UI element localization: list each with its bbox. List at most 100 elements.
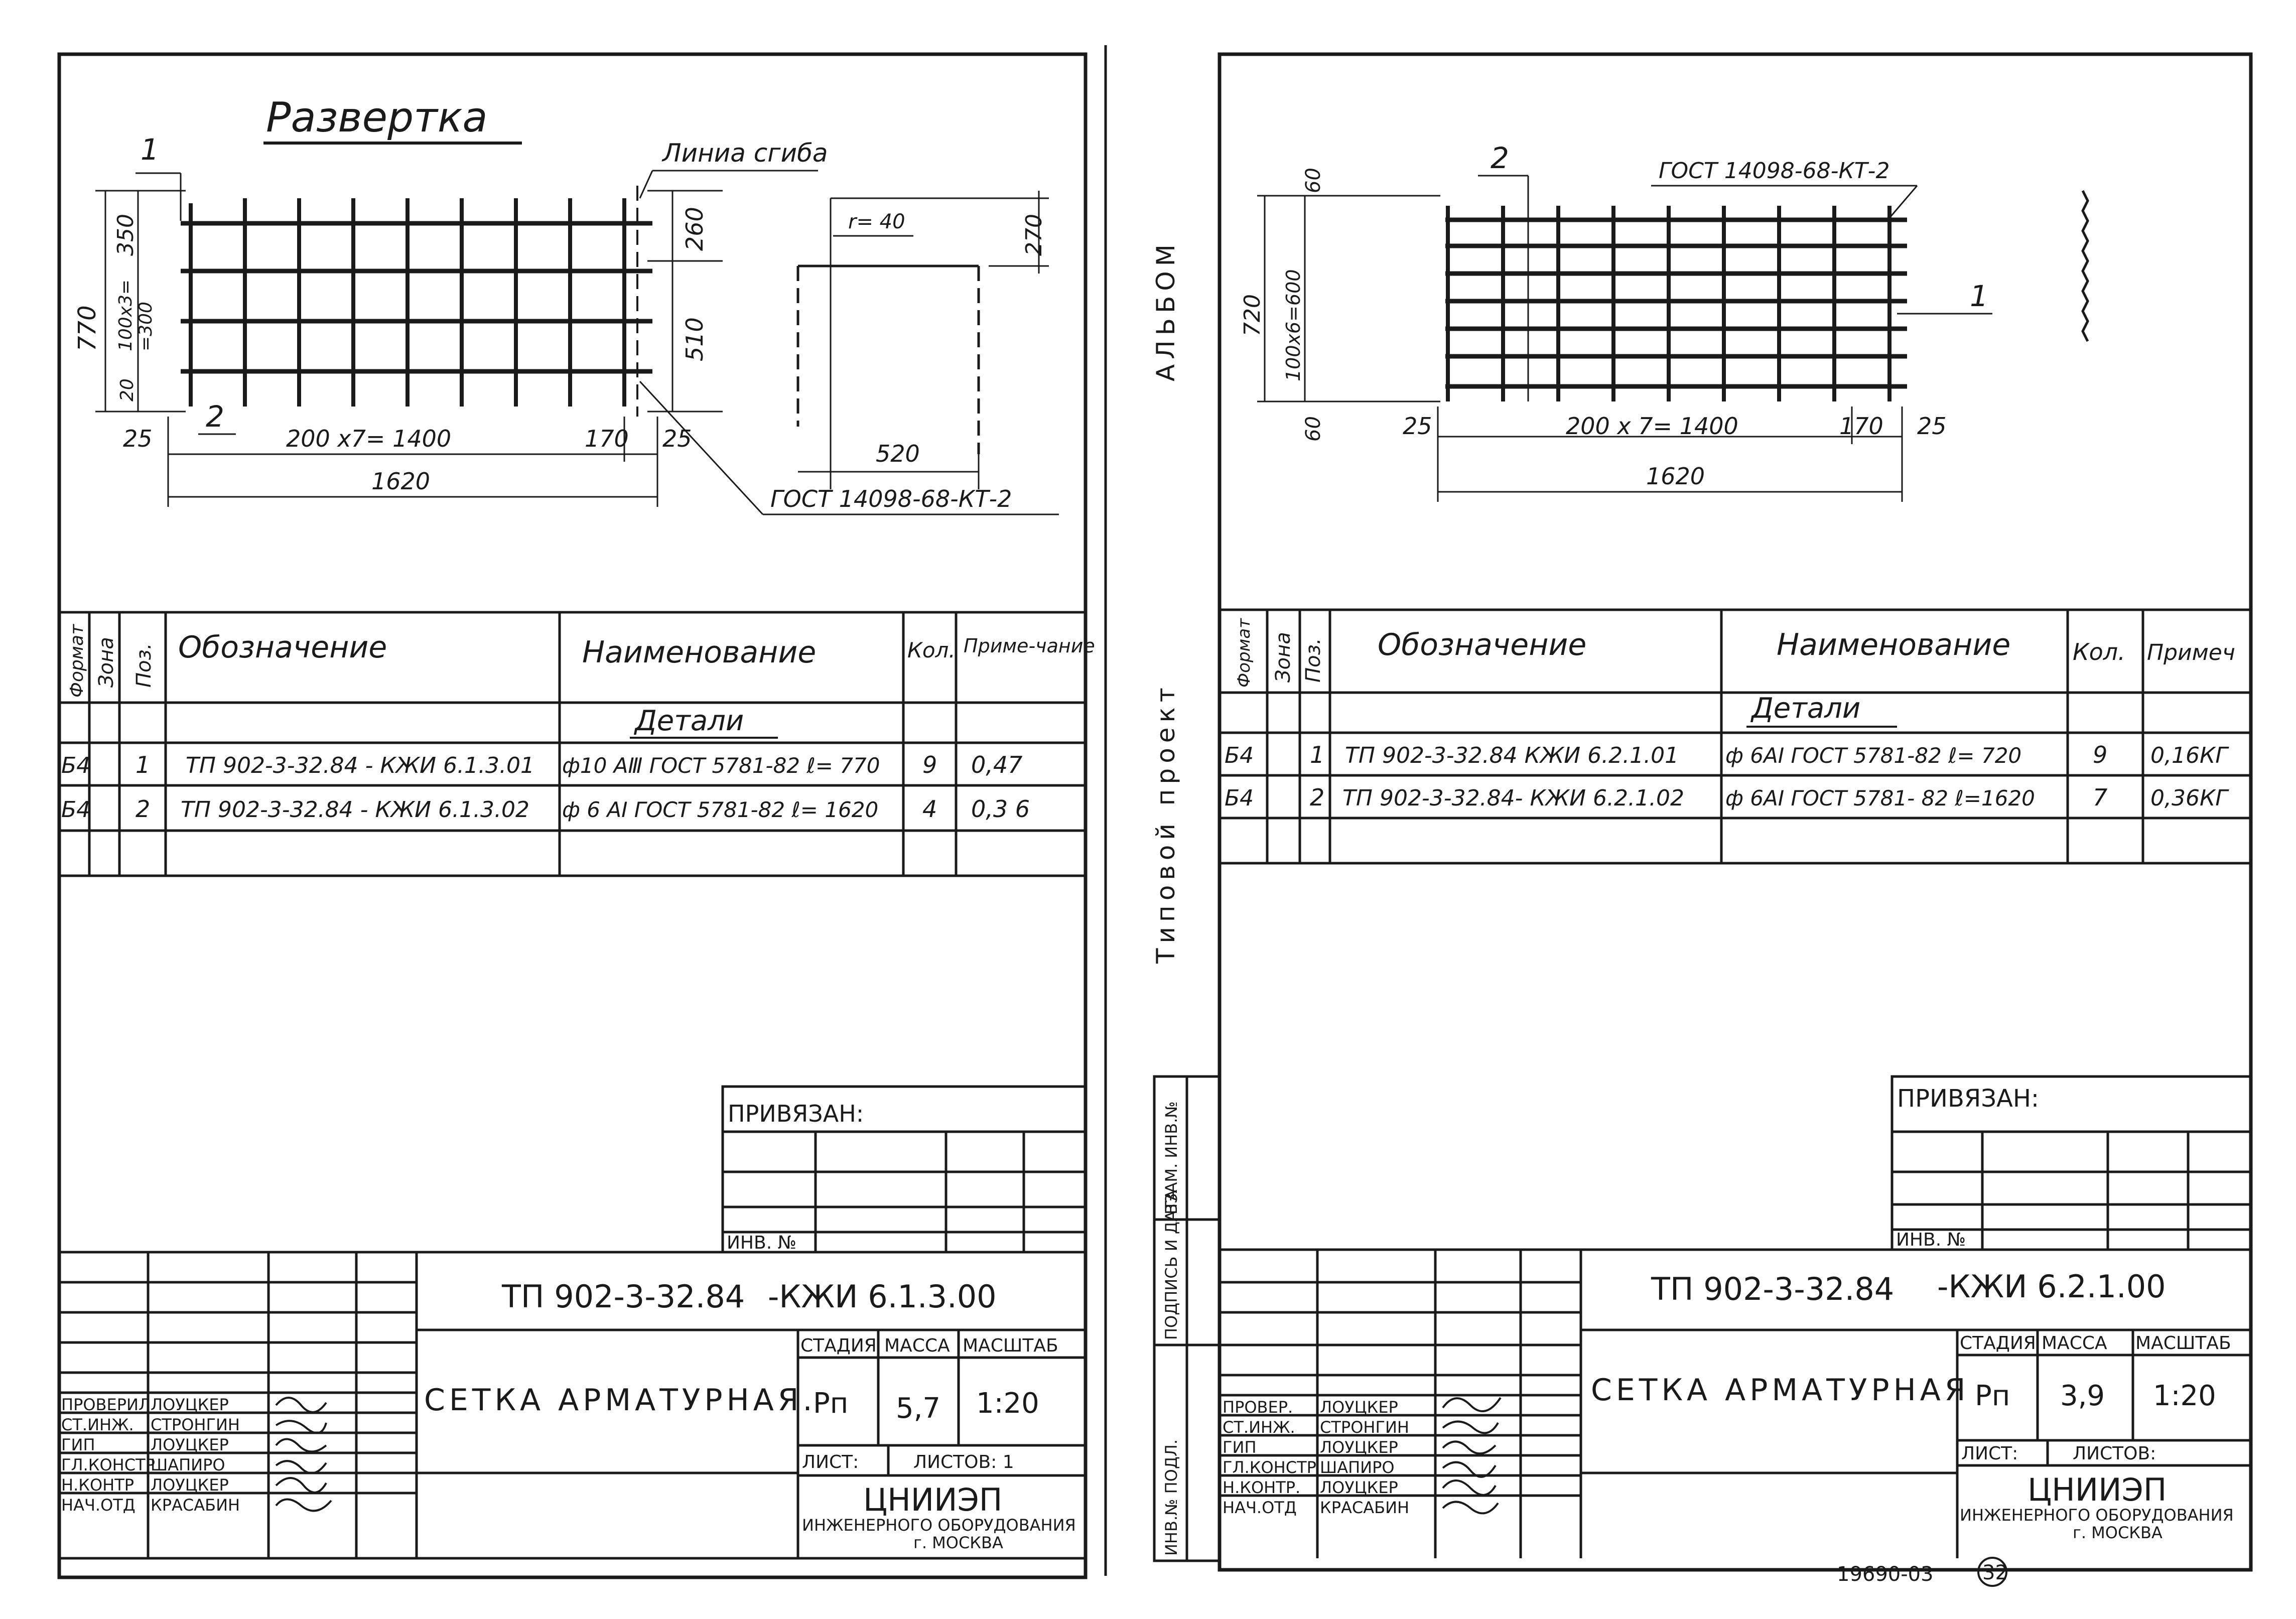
left-bent-detail: r= 40 270 520 ГОСТ 14098-68-КТ-2 bbox=[639, 191, 1059, 515]
mass-value: 3,9 bbox=[2060, 1380, 2105, 1412]
col-designation-header: Обозначение bbox=[178, 630, 387, 665]
type-project-label: Типовой проект bbox=[1151, 683, 1180, 964]
svg-text:9: 9 bbox=[2093, 741, 2107, 768]
inv-number-label: ИНВ. № bbox=[727, 1233, 796, 1253]
col-qty-header: Кол. bbox=[907, 638, 956, 662]
svg-text:0,36КГ: 0,36КГ bbox=[2150, 785, 2229, 811]
position-2-label: 2 bbox=[206, 399, 224, 434]
stage-label: СТАДИЯ bbox=[1960, 1333, 2036, 1354]
svg-text:2: 2 bbox=[136, 795, 150, 823]
gost-weld-label: ГОСТ 14098-68-КТ-2 bbox=[770, 485, 1012, 512]
mass-value: 5,7 bbox=[896, 1392, 940, 1425]
svg-text:ЛОУЦКЕР: ЛОУЦКЕР bbox=[1320, 1398, 1398, 1417]
svg-text:Б4: Б4 bbox=[61, 797, 90, 823]
dim-510: 510 bbox=[681, 317, 708, 361]
svg-text:ф 6 АⅠ ГОСТ 5781-82 ℓ= 1620: ф 6 АⅠ ГОСТ 5781-82 ℓ= 1620 bbox=[562, 797, 878, 822]
position-1-label: 1 bbox=[141, 132, 159, 167]
inv-original-label: ИНВ.№ ПОДЛ. bbox=[1162, 1439, 1181, 1556]
replacement-inv-label: ВЗАМ. ИНВ.№ bbox=[1162, 1101, 1181, 1215]
svg-text:ШАПИРО: ШАПИРО bbox=[1320, 1458, 1395, 1477]
svg-text:ЛОУЦКЕР: ЛОУЦКЕР bbox=[151, 1435, 229, 1454]
col-format-header: Формат bbox=[67, 624, 87, 698]
dim-600: 100х6=600 bbox=[1282, 269, 1304, 381]
table-row: Б4 1 ТП 902-3-32.84 - КЖИ 6.1.3.01 ф10 А… bbox=[61, 751, 1022, 778]
dim-520: 520 bbox=[876, 440, 920, 467]
dim-1620: 1620 bbox=[1646, 463, 1705, 490]
svg-text:Б4: Б4 bbox=[61, 753, 90, 778]
col-qty-header: Кол. bbox=[2073, 638, 2125, 665]
dim-170: 170 bbox=[585, 425, 629, 452]
table-row: Б4 2 ТП 902-3-32.84- КЖИ 6.2.1.02 ф 6АⅠ … bbox=[1225, 784, 2229, 811]
dim-1400: 200 х7= 1400 bbox=[286, 425, 451, 452]
svg-text:1: 1 bbox=[1310, 741, 1324, 768]
spec-section-label: Детали bbox=[633, 705, 744, 737]
org-name: ЦНИИЭП bbox=[2028, 1471, 2167, 1508]
dim-720: 720 bbox=[1240, 294, 1265, 336]
dim-270: 270 bbox=[1021, 214, 1047, 256]
dim-25-left: 25 bbox=[1403, 413, 1432, 440]
scale-label: МАСШТАБ bbox=[963, 1335, 1058, 1356]
col-zone-header: Зона bbox=[95, 637, 118, 688]
dim-25-right: 25 bbox=[1917, 413, 1947, 440]
svg-text:ЛОУЦКЕР: ЛОУЦКЕР bbox=[151, 1475, 229, 1495]
bend-line-label: Линиа сгиба bbox=[661, 139, 828, 168]
svg-text:ЛОУЦКЕР: ЛОУЦКЕР bbox=[1320, 1438, 1398, 1457]
org-city: г. МОСКВА bbox=[913, 1533, 1003, 1552]
svg-text:СТРОНГИН: СТРОНГИН bbox=[151, 1415, 240, 1434]
svg-text:ф 6АⅠ ГОСТ 5781- 82 ℓ=1620: ф 6АⅠ ГОСТ 5781- 82 ℓ=1620 bbox=[1725, 786, 2035, 811]
svg-text:Н.КОНТР.: Н.КОНТР. bbox=[1223, 1478, 1300, 1497]
svg-text:9: 9 bbox=[922, 751, 937, 778]
svg-text:Б4: Б4 bbox=[1225, 785, 1254, 811]
org-subtitle: ИНЖЕНЕРНОГО ОБОРУДОВАНИЯ bbox=[1960, 1506, 2234, 1525]
table-row: Б4 2 ТП 902-3-32.84 - КЖИ 6.1.3.02 ф 6 А… bbox=[61, 795, 1030, 823]
left-sheet: Развертка Лин bbox=[57, 45, 1107, 1579]
svg-text:4: 4 bbox=[922, 795, 937, 823]
svg-text:ТП 902-3-32.84 - КЖИ 6.1.3.02: ТП 902-3-32.84 - КЖИ 6.1.3.02 bbox=[181, 797, 529, 823]
svg-text:ТП 902-3-32.84 КЖИ 6.2.1.01: ТП 902-3-32.84 КЖИ 6.2.1.01 bbox=[1345, 743, 1679, 768]
document-code: ТП 902-3-32.84 bbox=[501, 1278, 745, 1315]
dim-300: =300 bbox=[136, 302, 156, 351]
dim-25-right: 25 bbox=[662, 425, 692, 452]
col-note-header: Примеч bbox=[2147, 640, 2235, 665]
svg-text:ГЛ.КОНСТР: ГЛ.КОНСТР bbox=[1223, 1458, 1316, 1477]
table-row: Б4 1 ТП 902-3-32.84 КЖИ 6.2.1.01 ф 6АⅠ Г… bbox=[1225, 741, 2229, 768]
dim-1620: 1620 bbox=[371, 468, 430, 495]
org-city: г. МОСКВА bbox=[2073, 1523, 2163, 1542]
dim-260: 260 bbox=[681, 207, 708, 251]
signatures-list: ПРОВЕР. СТ.ИНЖ. ГИП ГЛ.КОНСТР Н.КОНТР. Н… bbox=[1223, 1398, 1409, 1517]
svg-text:СТ.ИНЖ.: СТ.ИНЖ. bbox=[1223, 1418, 1295, 1437]
svg-text:ЛОУЦКЕР: ЛОУЦКЕР bbox=[1320, 1478, 1398, 1497]
col-pos-header: Поз. bbox=[1302, 638, 1325, 683]
svg-text:ГИП: ГИП bbox=[61, 1435, 95, 1454]
svg-text:НАЧ.ОТД: НАЧ.ОТД bbox=[61, 1496, 136, 1515]
right-sheet: АЛЬБОМ Типовой проект ИНВ.№ ПОДЛ. ПОДПИС… bbox=[1151, 52, 2253, 1587]
col-note-header: Приме-чание bbox=[964, 635, 1095, 657]
col-pos-header: Поз. bbox=[132, 643, 156, 688]
document-name: СЕТКА АРМАТУРНАЯ bbox=[1591, 1373, 1969, 1408]
dim-25-left: 25 bbox=[123, 425, 153, 452]
left-mesh bbox=[181, 221, 652, 374]
sheets-label: ЛИСТОВ: bbox=[2073, 1443, 2156, 1464]
svg-text:0,16КГ: 0,16КГ bbox=[2150, 743, 2229, 768]
sheets-label: ЛИСТОВ: 1 bbox=[913, 1452, 1014, 1472]
col-name-header: Наименование bbox=[1777, 627, 2010, 662]
dim-100x3: 100х3= bbox=[115, 280, 136, 351]
stage-value: Рп bbox=[813, 1387, 848, 1420]
stage-value: Рп bbox=[1975, 1380, 2010, 1412]
sheet-label: ЛИСТ: bbox=[802, 1452, 859, 1472]
left-drawing: Развертка Лин bbox=[73, 94, 1059, 515]
svg-text:7: 7 bbox=[2093, 784, 2107, 811]
svg-text:0,3 6: 0,3 6 bbox=[971, 795, 1030, 823]
col-designation-header: Обозначение bbox=[1378, 627, 1586, 662]
handwritten-signatures bbox=[1442, 1397, 1502, 1515]
dim-60-top: 60 bbox=[1302, 168, 1325, 193]
dim-350: 350 bbox=[113, 214, 139, 256]
col-zone-header: Зона bbox=[1272, 632, 1295, 683]
svg-text:ф 6АⅠ ГОСТ 5781-82 ℓ= 720: ф 6АⅠ ГОСТ 5781-82 ℓ= 720 bbox=[1725, 743, 2021, 768]
spec-section-label: Детали bbox=[1750, 692, 1860, 725]
org-name: ЦНИИЭП bbox=[863, 1481, 1002, 1518]
mass-label: МАССА bbox=[2042, 1333, 2107, 1354]
position-2-label: 2 bbox=[1491, 141, 1509, 175]
left-title-block: ТП 902-3-32.84 -КЖИ 6.1.3.00 СЕТКА АРМАТ… bbox=[59, 1251, 1086, 1560]
svg-text:2: 2 bbox=[1310, 784, 1324, 811]
